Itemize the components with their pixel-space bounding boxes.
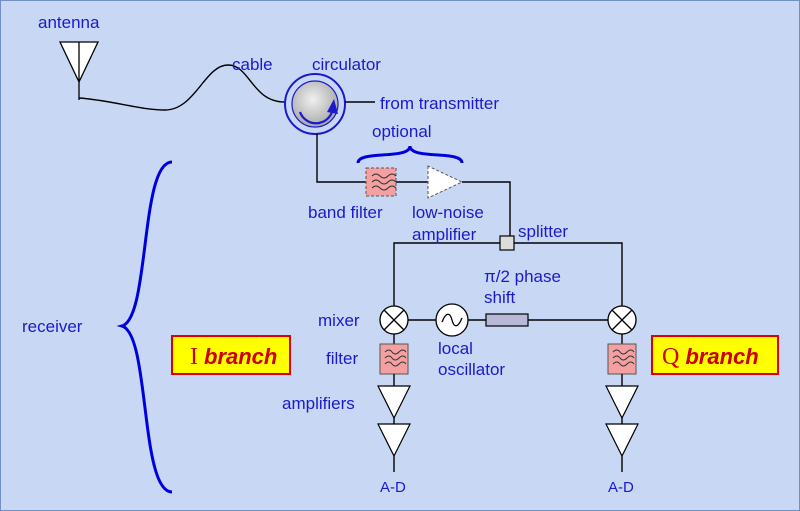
low-noise-label-line2: amplifier <box>412 225 477 244</box>
low-noise-amplifier-icon <box>427 165 464 199</box>
circulator-out-wire <box>316 134 366 183</box>
q-branch-letter: Q <box>662 344 679 370</box>
amplifier-right-2-icon <box>605 423 639 458</box>
lna-to-splitter-wire <box>462 181 511 236</box>
local-oscillator-icon <box>435 303 469 337</box>
splitter-label: splitter <box>518 222 568 241</box>
low-noise-label-line1: low-noise <box>412 203 484 222</box>
mixer-right-icon <box>607 305 637 335</box>
antenna-label: antenna <box>38 13 100 32</box>
phase-shift-icon <box>485 313 529 327</box>
phase-shift-label-line2: shift <box>484 288 515 307</box>
receiver-label: receiver <box>22 317 83 336</box>
splitter-right-wire <box>514 242 623 306</box>
i-branch-letter: I <box>190 344 198 370</box>
circulator-label: circulator <box>312 55 381 74</box>
antenna-icon <box>58 41 100 100</box>
receiver-brace <box>116 160 173 494</box>
mixer-left-icon <box>379 305 409 335</box>
local-oscillator-label-line2: oscillator <box>438 360 505 379</box>
amplifier-left-2-icon <box>377 423 411 458</box>
ad-right-label: A-D <box>608 479 634 496</box>
cable-wire <box>78 64 286 111</box>
amplifier-left-1-icon <box>377 385 411 420</box>
amplifiers-label: amplifiers <box>282 394 355 413</box>
optional-label: optional <box>372 122 432 141</box>
filter-label: filter <box>326 349 358 368</box>
filter-right-icon <box>607 343 637 375</box>
circulator-icon <box>284 73 346 135</box>
band-filter-icon <box>365 167 397 197</box>
splitter-icon <box>499 235 515 251</box>
q-branch-word: branch <box>685 344 758 369</box>
local-oscillator-label-line1: local <box>438 339 473 358</box>
splitter-left-wire <box>393 242 500 306</box>
cable-label: cable <box>232 55 273 74</box>
filter-left-icon <box>379 343 409 375</box>
phase-shift-label-line1: π/2 phase <box>484 267 561 286</box>
band-filter-label: band filter <box>308 203 383 222</box>
from-transmitter-label: from transmitter <box>380 94 499 113</box>
i-branch-word: branch <box>204 344 277 369</box>
ad-left-label: A-D <box>380 479 406 496</box>
mixer-label: mixer <box>318 311 360 330</box>
amplifier-right-1-icon <box>605 385 639 420</box>
optional-brace <box>356 145 464 164</box>
